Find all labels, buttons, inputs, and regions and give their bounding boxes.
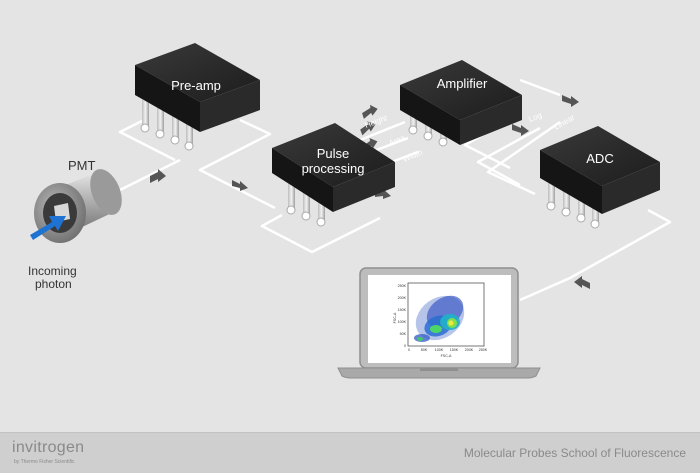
y-tick: 200K	[398, 296, 407, 300]
amplifier-chip: Amplifier	[400, 60, 522, 147]
plot-y-label: FSC-A	[393, 312, 397, 323]
x-tick: 200K	[465, 348, 474, 352]
preamp-label: Pre-amp	[171, 78, 221, 93]
flow-arrow	[562, 95, 579, 107]
x-tick: 50K	[421, 348, 428, 352]
flow-arrow	[574, 276, 590, 289]
chip-pins	[286, 180, 326, 227]
incoming-photon-arrow	[30, 216, 66, 240]
y-tick: 150K	[398, 308, 407, 312]
logo-subtitle: by Thermo Fisher Scientific	[14, 459, 75, 465]
y-tick: 100K	[398, 320, 407, 324]
flow-arrow	[232, 180, 248, 191]
flow-arrow	[360, 120, 376, 136]
plot-x-label: FSC-A	[441, 354, 452, 358]
preamp-chip: Pre-amp	[135, 43, 260, 151]
plot-x-ticks: 0 50K 100K 150K 200K 250K	[408, 348, 488, 352]
wire-preamp-left	[118, 116, 176, 162]
linear-label: Linear	[553, 113, 577, 132]
x-tick: 100K	[435, 348, 444, 352]
footer-title: Molecular Probes School of Fluorescence	[463, 446, 686, 460]
footer-bar: invitrogen by Thermo Fisher Scientific M…	[0, 432, 700, 473]
wire-adc-to-laptop	[519, 208, 672, 302]
laptop: 250K 200K 150K 100K 50K 0 0 50K 100K 150…	[337, 267, 541, 379]
wire-height	[359, 120, 406, 142]
wire-pmt	[119, 158, 181, 192]
wire-log-linear	[476, 78, 561, 196]
x-tick: 0	[408, 348, 410, 352]
x-tick: 150K	[450, 348, 459, 352]
y-tick: 0	[404, 344, 406, 348]
area-label: Area	[387, 133, 407, 148]
pulse-processing-chip: Pulse processing	[272, 123, 395, 227]
adc-chip: ADC	[540, 126, 660, 229]
flow-arrow	[512, 124, 529, 136]
flow-arrow	[150, 169, 166, 183]
pmt-device	[30, 169, 122, 243]
x-tick: 250K	[479, 348, 488, 352]
dot-plot: 250K 200K 150K 100K 50K 0 0 50K 100K 150…	[393, 282, 488, 358]
adc-label: ADC	[586, 151, 613, 166]
plot-y-ticks: 250K 200K 150K 100K 50K 0	[398, 284, 407, 348]
wire-preamp-to-pulse	[198, 118, 276, 210]
incoming-photon-line1: Incoming	[28, 264, 77, 278]
flow-arrow	[362, 104, 378, 119]
y-tick: 250K	[398, 284, 407, 288]
pulse-label-line1: Pulse	[317, 146, 350, 161]
chip-pins	[140, 100, 194, 151]
pmt-label: PMT	[68, 158, 96, 173]
pulse-label-line2: processing	[302, 161, 365, 176]
width-label: Width	[401, 148, 423, 164]
amplifier-label: Amplifier	[437, 76, 488, 91]
log-label: Log	[527, 111, 543, 124]
incoming-photon-line2: photon	[35, 277, 72, 291]
wire-pulse-bottom	[260, 213, 381, 254]
y-tick: 50K	[400, 332, 407, 336]
plot-scatter	[414, 295, 465, 342]
invitrogen-logo: invitrogen	[12, 439, 85, 456]
